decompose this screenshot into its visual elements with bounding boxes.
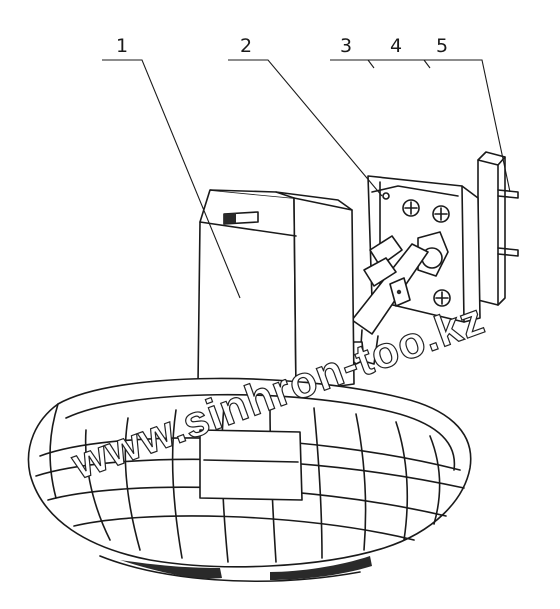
leader-lines [102, 59, 511, 299]
callout-3: 3 [340, 35, 352, 57]
callout-5: 5 [436, 35, 448, 57]
callout-2: 2 [240, 35, 252, 57]
callout-4: 4 [390, 35, 402, 57]
callout-1: 1 [116, 35, 128, 57]
wall-bracket [350, 151, 519, 365]
heater-housing [197, 189, 355, 393]
protective-grille [27, 377, 472, 583]
